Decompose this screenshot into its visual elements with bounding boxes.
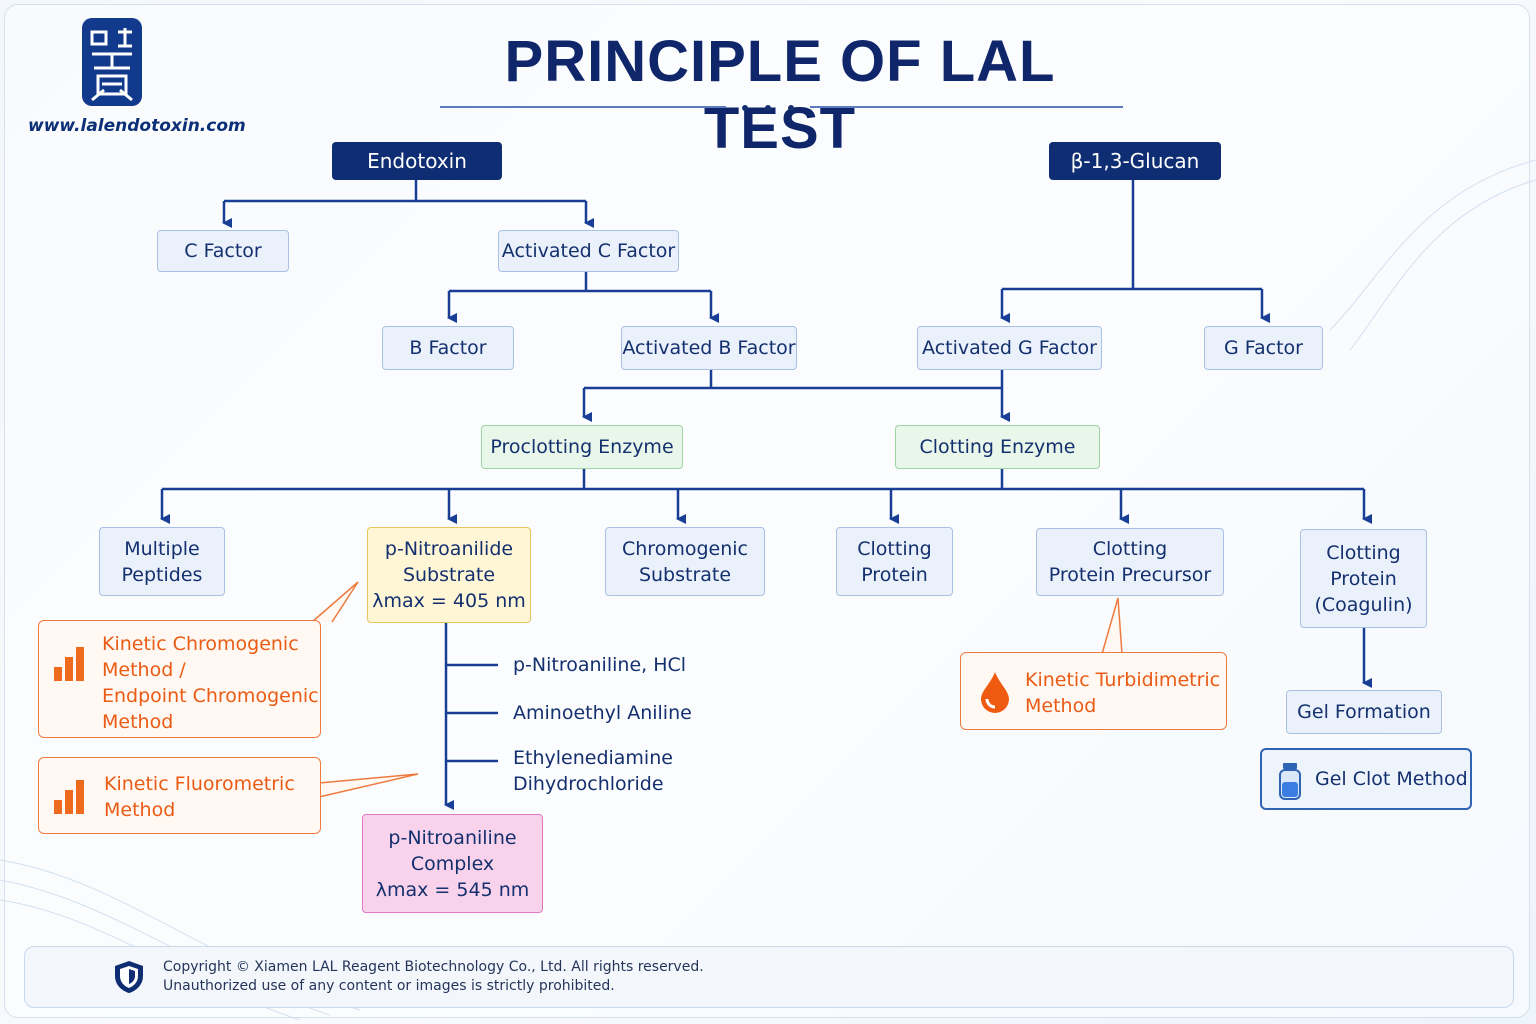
node-endotoxin: Endotoxin bbox=[332, 142, 502, 180]
node-glucan: β-1,3-Glucan bbox=[1049, 142, 1221, 180]
method-line: Method / bbox=[102, 659, 186, 681]
reagent-dihydrochloride: Dihydrochloride bbox=[513, 773, 664, 795]
node-pna-substrate: p-Nitroanilide Substrate λmax = 405 nm bbox=[367, 527, 531, 623]
node-line: p-Nitroanilide bbox=[384, 538, 514, 560]
seal-logo-icon bbox=[80, 14, 144, 110]
node-clotting-protein: Clotting Protein bbox=[836, 527, 953, 596]
reagent-pna-hcl: p-Nitroaniline, HCl bbox=[513, 654, 687, 676]
node-activated-b-factor: Activated B Factor bbox=[621, 326, 797, 370]
method-line: Kinetic Chromogenic bbox=[102, 633, 299, 655]
method-line: Endpoint Chromogenic bbox=[102, 685, 319, 707]
node-line: Protein bbox=[1330, 567, 1397, 590]
method-line: Method bbox=[102, 711, 174, 733]
page-frame bbox=[4, 4, 1530, 1018]
website-url[interactable]: www.lalendotoxin.com bbox=[28, 116, 246, 136]
node-chromogenic-substrate: Chromogenic Substrate bbox=[605, 527, 765, 596]
callout-gel-clot: Gel Clot Method bbox=[1260, 748, 1472, 810]
method-line: Kinetic Turbidimetric bbox=[1025, 669, 1221, 691]
node-line: Multiple bbox=[124, 537, 200, 560]
title-dot bbox=[788, 105, 794, 111]
node-line: λmax = 545 nm bbox=[375, 878, 530, 901]
method-line: Method bbox=[1025, 695, 1097, 717]
reagent-ethylenediamine: Ethylenediamine bbox=[513, 747, 673, 769]
footer: Copyright © Xiamen LAL Reagent Biotechno… bbox=[24, 946, 1514, 1008]
node-activated-c-factor: Activated C Factor bbox=[498, 230, 679, 272]
title-rule-left bbox=[440, 106, 726, 108]
node-line: Peptides bbox=[121, 563, 203, 586]
node-line: Protein Precursor bbox=[1048, 564, 1212, 586]
title-dot bbox=[742, 105, 748, 111]
vial-icon bbox=[1279, 763, 1301, 800]
node-activated-g-factor: Activated G Factor bbox=[917, 326, 1102, 370]
reagent-aminoethyl-aniline: Aminoethyl Aniline bbox=[513, 702, 692, 724]
node-line: Complex bbox=[410, 852, 495, 875]
drop-icon bbox=[981, 672, 1009, 713]
title-rule-right bbox=[810, 106, 1123, 108]
title-dot bbox=[765, 105, 771, 111]
node-coagulin: Clotting Protein (Coagulin) bbox=[1300, 529, 1427, 628]
node-gel-formation: Gel Formation bbox=[1286, 690, 1442, 734]
callout-kinetic-chromogenic: Kinetic Chromogenic Method / Endpoint Ch… bbox=[38, 620, 321, 738]
node-line: λmax = 405 nm bbox=[372, 590, 526, 612]
node-line: Clotting bbox=[1092, 538, 1168, 560]
bar-chart-icon bbox=[54, 647, 84, 681]
node-multiple-peptides: Multiple Peptides bbox=[99, 527, 225, 596]
node-proclotting-enzyme: Proclotting Enzyme bbox=[481, 425, 683, 469]
footer-copyright: Copyright © Xiamen LAL Reagent Biotechno… bbox=[163, 959, 704, 975]
page-title: PRINCIPLE OF LAL TEST bbox=[504, 29, 1056, 161]
node-c-factor: C Factor bbox=[157, 230, 289, 272]
node-clotting-enzyme: Clotting Enzyme bbox=[895, 425, 1100, 469]
node-b-factor: B Factor bbox=[382, 326, 514, 370]
callout-kinetic-fluorometric: Kinetic Fluorometric Method bbox=[38, 757, 321, 834]
node-clotting-protein-precursor: Clotting Protein Precursor bbox=[1036, 528, 1224, 596]
bar-chart-icon bbox=[54, 780, 84, 814]
gel-clot-label: Gel Clot Method bbox=[1315, 768, 1468, 790]
node-line: Protein bbox=[861, 563, 928, 586]
node-line: Clotting bbox=[1326, 541, 1401, 564]
node-line: Chromogenic bbox=[622, 537, 748, 560]
method-line: Method bbox=[104, 799, 176, 821]
node-line: (Coagulin) bbox=[1314, 593, 1413, 616]
node-line: Substrate bbox=[638, 563, 732, 586]
shield-icon bbox=[115, 961, 143, 993]
node-g-factor: G Factor bbox=[1204, 326, 1323, 370]
node-line: Clotting bbox=[857, 537, 932, 560]
node-line: p-Nitroaniline bbox=[388, 826, 517, 849]
method-line: Kinetic Fluorometric bbox=[104, 773, 295, 795]
node-pna-complex: p-Nitroaniline Complex λmax = 545 nm bbox=[362, 814, 543, 913]
callout-kinetic-turbidimetric: Kinetic Turbidimetric Method bbox=[960, 652, 1227, 730]
footer-notice: Unauthorized use of any content or image… bbox=[163, 978, 615, 994]
node-line: Substrate bbox=[402, 564, 496, 586]
